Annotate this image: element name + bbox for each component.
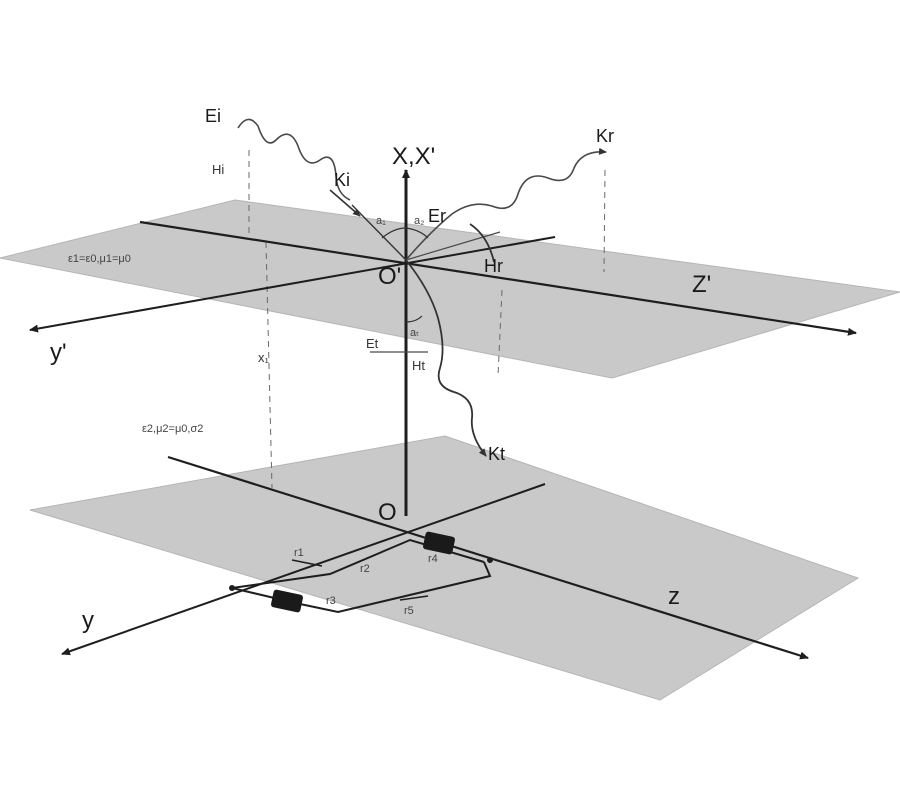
height-x1-label: x₁ xyxy=(258,350,270,365)
reflected-H-line xyxy=(405,231,501,261)
y-prime-label: y' xyxy=(50,339,67,366)
reflected-H-label: Hr xyxy=(484,256,503,276)
reflected-E-label: Er xyxy=(428,206,446,226)
reflection-angle-label: a₂ xyxy=(414,215,424,227)
element-3-label: r3 xyxy=(326,595,336,607)
vertical-axis-label: X,X' xyxy=(392,143,435,170)
incident-E-label: Ei xyxy=(205,106,221,126)
upper-y-prime-axis xyxy=(29,236,556,333)
upper-origin-label: O' xyxy=(378,263,401,290)
incident-ray xyxy=(351,204,407,261)
transmission-angle-arc xyxy=(405,315,423,323)
z-label: z xyxy=(668,583,680,610)
incident-H-label: Hi xyxy=(212,162,224,177)
lower-origin-label: O xyxy=(378,499,397,526)
circuit-node-right xyxy=(487,557,493,563)
lower-plane xyxy=(29,435,860,701)
transmitted-H-label: Ht xyxy=(412,358,425,373)
incident-wave xyxy=(237,118,351,201)
element-5-label: r5 xyxy=(404,605,414,617)
element-1-label: r1 xyxy=(294,547,304,559)
incidence-angle-arc xyxy=(381,227,407,239)
reflected-wave xyxy=(405,147,607,261)
incident-k-vector xyxy=(329,189,361,217)
reflection-angle-arc xyxy=(405,227,429,239)
transmitted-k-label: Kt xyxy=(488,444,505,464)
incidence-angle-label: a₁ xyxy=(376,215,386,227)
circuit-short-mark-2 xyxy=(399,595,429,601)
transmitted-E-label: Et xyxy=(366,336,379,351)
circuit-source-right xyxy=(423,531,455,555)
projection-lines xyxy=(248,150,606,489)
element-4-label: r4 xyxy=(428,553,438,565)
transmitted-wave xyxy=(405,259,487,457)
circuit-node-left xyxy=(229,585,235,591)
reflected-k-label: Kr xyxy=(596,126,614,146)
lower-y-axis xyxy=(61,483,546,656)
element-2-label: r2 xyxy=(360,563,370,575)
circuit-short-mark-1 xyxy=(291,559,323,567)
upper-medium-label: ε1=ε0,μ1=μ0 xyxy=(68,253,131,265)
upper-plane xyxy=(0,199,900,379)
incident-k-label: Ki xyxy=(334,170,350,190)
upper-z-prime-axis xyxy=(139,220,857,336)
y-label: y xyxy=(82,607,94,634)
lower-medium-label: ε2,μ2=μ0,σ2 xyxy=(142,423,203,435)
transmission-angle-label: aₜ xyxy=(410,327,419,339)
z-prime-label: Z' xyxy=(692,271,711,298)
reflected-E-curve xyxy=(469,223,495,263)
circuit-source-left xyxy=(271,589,303,613)
lower-z-axis xyxy=(167,455,809,660)
